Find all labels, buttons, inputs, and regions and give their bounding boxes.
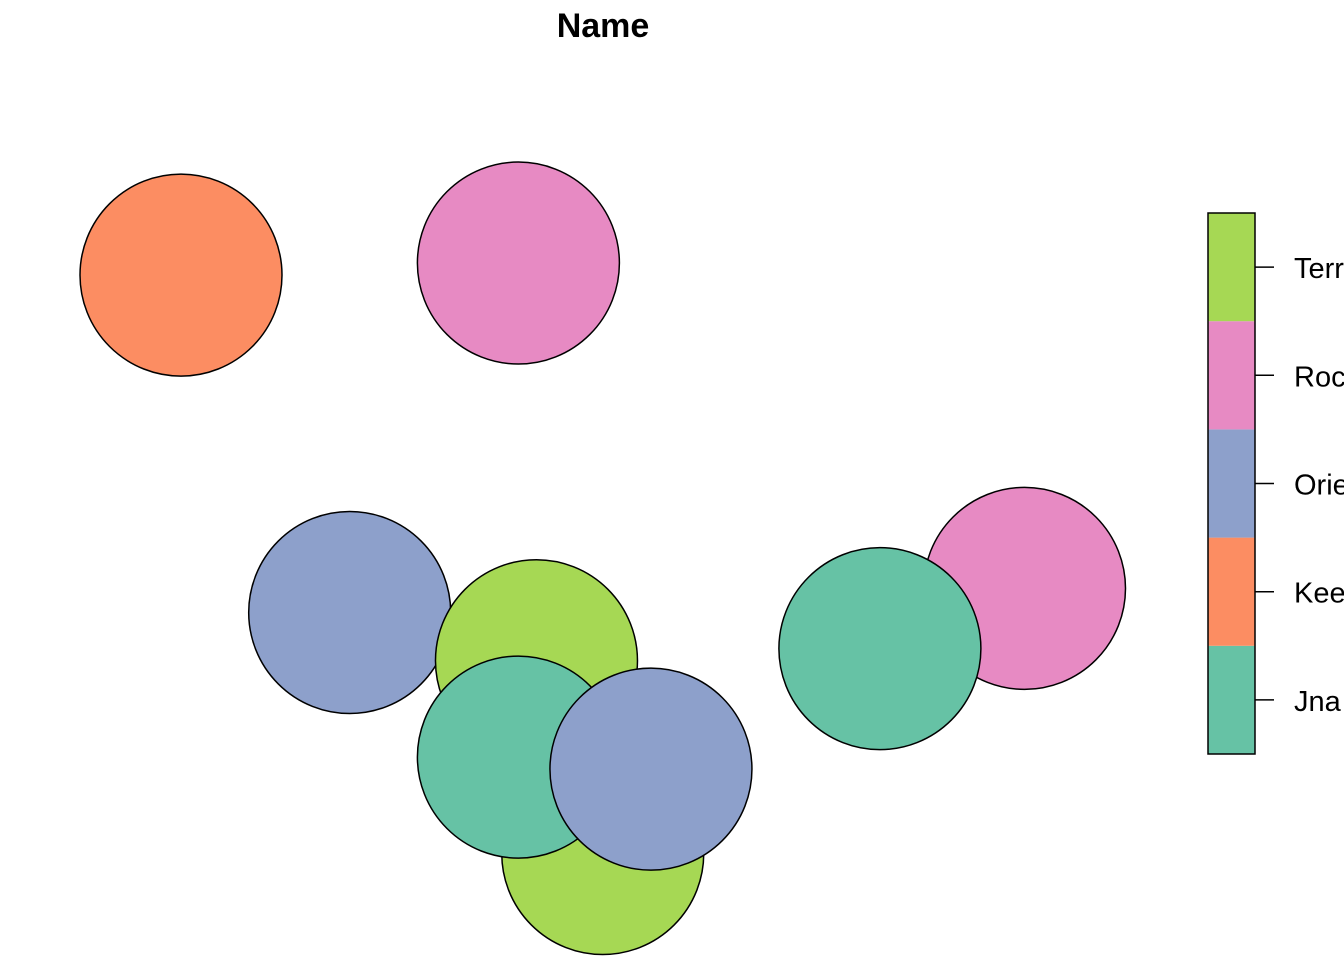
legend-frame	[1207, 212, 1256, 755]
legend: Jna Kee Orie Roc Terr	[1207, 212, 1344, 755]
chart-title: Name	[557, 7, 650, 45]
legend-swatch-orie	[1208, 429, 1255, 538]
point-orie-7	[549, 667, 753, 871]
legend-label-terr: Terr	[1294, 253, 1344, 285]
legend-swatch-kee	[1208, 537, 1255, 646]
legend-swatch-roc	[1208, 321, 1255, 430]
points-layer	[79, 161, 1127, 956]
legend-label-roc: Roc	[1294, 361, 1344, 393]
point-roc-1	[416, 161, 621, 365]
legend-label-kee: Kee	[1294, 578, 1344, 610]
point-jna-8	[778, 546, 982, 751]
legend-swatch-terr	[1208, 213, 1255, 322]
legend-swatch-jna	[1208, 645, 1255, 754]
legend-label-jna: Jna	[1294, 686, 1342, 718]
point-orie-2	[247, 510, 452, 715]
legend-label-orie: Orie	[1294, 470, 1344, 502]
point-kee-0	[79, 173, 283, 377]
